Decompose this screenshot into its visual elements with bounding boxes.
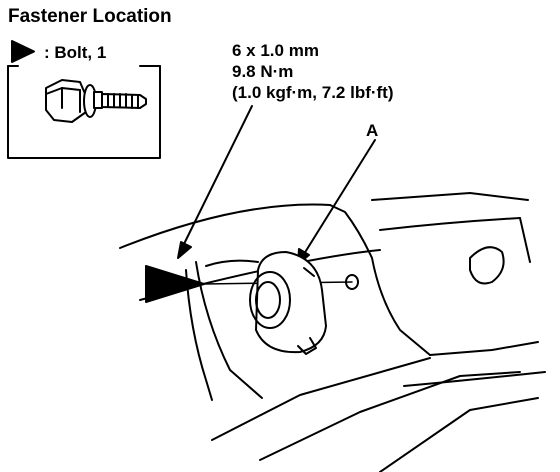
- bolt-legend-box: [7, 65, 161, 159]
- torque-nm-spec: 9.8 N·m: [232, 62, 294, 81]
- bolt-size-spec: 6 x 1.0 mm: [232, 41, 319, 60]
- torque-alt-spec: (1.0 kgf·m, 7.2 lbf·ft): [232, 83, 394, 102]
- spec-leader-line: [177, 105, 253, 259]
- triangle-pointer-icon: [11, 40, 35, 63]
- body-panel-outline: [119, 192, 546, 472]
- callout-a-label: A: [366, 121, 379, 140]
- bolt-icon: [45, 79, 147, 123]
- callout-a-leader: [297, 139, 376, 265]
- figure-title: Fastener Location: [8, 6, 172, 27]
- bolt-location-arrow: [145, 265, 205, 303]
- legend-bolt-label: : Bolt, 1: [44, 43, 107, 62]
- component-a: [205, 251, 359, 355]
